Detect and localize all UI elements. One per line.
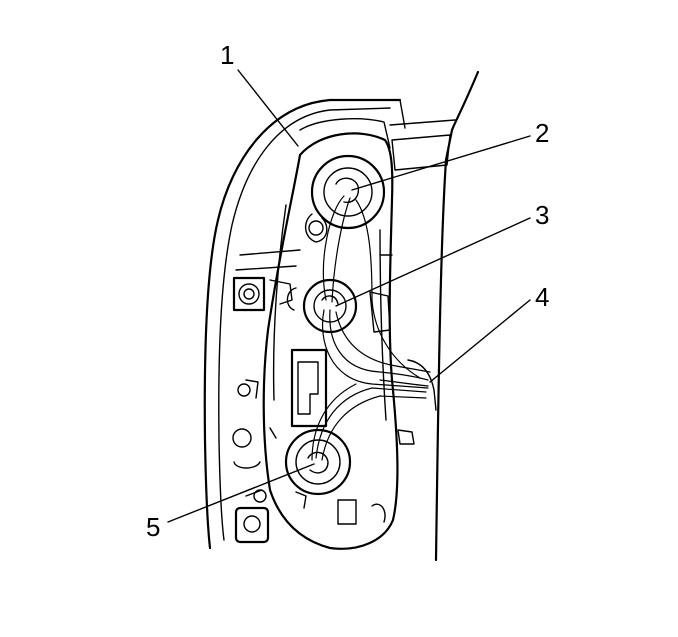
lamp-housing bbox=[203, 98, 406, 550]
lower-bulb-socket bbox=[284, 428, 352, 496]
wiring-harness bbox=[311, 195, 437, 461]
callout-1: 1 bbox=[220, 40, 234, 70]
callout-3: 3 bbox=[535, 200, 549, 230]
body-panel bbox=[389, 70, 480, 562]
callout-5: 5 bbox=[146, 512, 160, 542]
callout-4: 4 bbox=[535, 282, 549, 312]
housing-details bbox=[232, 276, 415, 544]
upper-bulb-socket bbox=[305, 154, 386, 243]
callout-2: 2 bbox=[535, 118, 549, 148]
leader-lines bbox=[167, 69, 531, 523]
socket-carrier-plate bbox=[235, 132, 399, 550]
callout-labels: 1 2 3 4 5 bbox=[146, 40, 549, 542]
